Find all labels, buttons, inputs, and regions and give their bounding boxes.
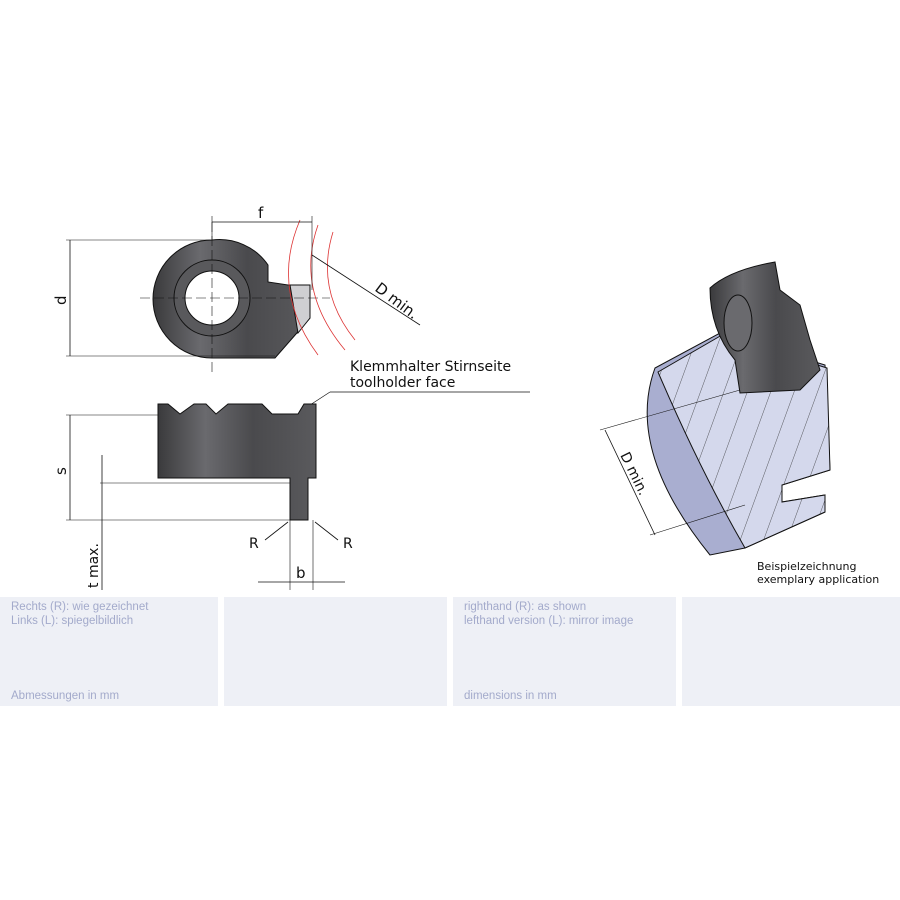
panel-empty-2 bbox=[682, 597, 900, 706]
en-units: dimensions in mm bbox=[464, 690, 557, 702]
dim-tmax-label: t max. bbox=[86, 543, 102, 588]
example-caption-de: Beispielzeichnung bbox=[757, 560, 856, 573]
dim-dmin-label: D min. bbox=[372, 279, 422, 323]
example-dmin-label: D min. bbox=[616, 450, 651, 498]
dim-f-label: f bbox=[258, 204, 264, 222]
dim-s-label: s bbox=[52, 467, 70, 475]
callout-de: Klemmhalter Stirnseite bbox=[350, 359, 511, 375]
example-caption-en: exemplary application bbox=[757, 573, 879, 586]
callout-en: toolholder face bbox=[350, 375, 455, 391]
panel-empty-1 bbox=[224, 597, 447, 706]
de-units: Abmessungen in mm bbox=[11, 690, 120, 702]
de-line2: Links (L): spiegelbildlich bbox=[11, 615, 134, 627]
insert-side-view bbox=[66, 403, 345, 590]
panel-english-notes: righthand (R): as shown lefthand version… bbox=[453, 597, 676, 706]
dim-r-left-label: R bbox=[249, 536, 259, 552]
dim-r-right-label: R bbox=[343, 536, 353, 552]
insert-top-view bbox=[66, 216, 421, 372]
en-line2: lefthand version (L): mirror image bbox=[464, 615, 634, 627]
dim-d-label: d bbox=[52, 295, 70, 305]
dim-b-label: b bbox=[296, 564, 306, 582]
en-line1: righthand (R): as shown bbox=[464, 601, 587, 613]
de-line1: Rechts (R): wie gezeichnet bbox=[11, 601, 149, 613]
panel-german-notes: Rechts (R): wie gezeichnet Links (L): sp… bbox=[0, 597, 218, 706]
example-application-illustration bbox=[599, 261, 831, 556]
